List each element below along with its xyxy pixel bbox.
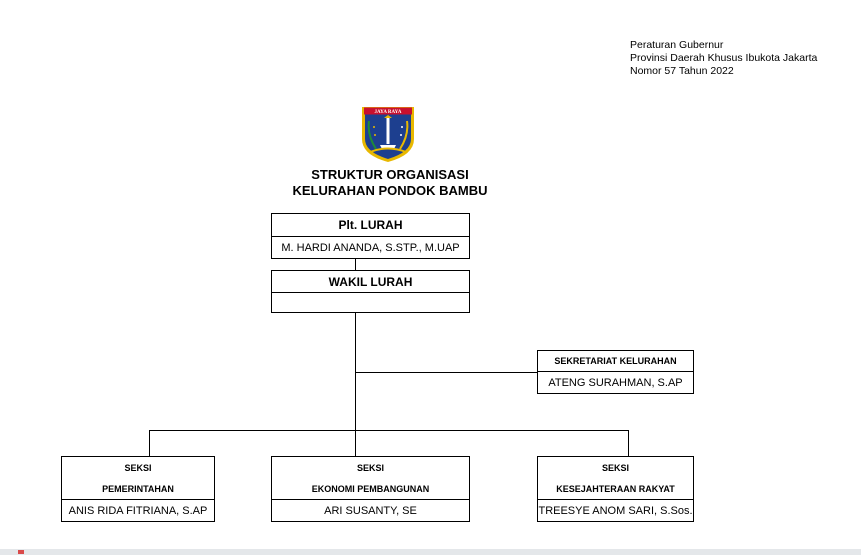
connector-seksi-left (149, 430, 150, 457)
seksi-unit: KESEJAHTERAAN RAKYAT (556, 483, 675, 494)
regulation-line-1: Peraturan Gubernur (630, 39, 724, 51)
seksi-pemerintahan-name: ANIS RIDA FITRIANA, S.AP (68, 505, 208, 517)
seksi-ekonomi-box: SEKSI EKONOMI PEMBANGUNAN ARI SUSANTY, S… (271, 456, 470, 522)
seksi-unit: PEMERINTAHAN (102, 483, 174, 494)
connector-sekretariat (355, 372, 538, 373)
connector-seksi-right (628, 430, 629, 457)
wakil-name (272, 293, 469, 313)
logo-motto: JAYA RAYA (375, 110, 402, 115)
seksi-kesejahteraan-header: SEKSI KESEJAHTERAAN RAKYAT (538, 457, 693, 500)
lurah-box: Plt. LURAH M. HARDI ANANDA, S.STP., M.UA… (271, 213, 470, 259)
regulation-line-3: Nomor 57 Tahun 2022 (630, 65, 734, 77)
seksi-label: SEKSI (601, 462, 629, 473)
sekretariat-box: SEKRETARIAT KELURAHAN ATENG SURAHMAN, S.… (537, 350, 694, 394)
chart-title: STRUKTUR ORGANISASI KELURAHAN PONDOK BAM… (240, 167, 540, 199)
sekretariat-position: SEKRETARIAT KELURAHAN (538, 351, 693, 372)
regulation-line-2: Provinsi Daerah Khusus Ibukota Jakarta (630, 52, 818, 64)
regulation-reference: Peraturan Gubernur Provinsi Daerah Khusu… (630, 39, 817, 78)
connector-lurah-wakil (355, 258, 356, 271)
seksi-ekonomi-header: SEKSI EKONOMI PEMBANGUNAN (272, 457, 469, 500)
wakil-lurah-box: WAKIL LURAH (271, 270, 470, 313)
connector-seksi-horizontal (149, 430, 629, 431)
seksi-unit: EKONOMI PEMBANGUNAN (311, 483, 430, 494)
connector-main-vertical (355, 312, 356, 457)
seksi-kesejahteraan-box: SEKSI KESEJAHTERAAN RAKYAT TREESYE ANOM … (537, 456, 694, 522)
viewer-bottom-marker (18, 550, 24, 554)
seksi-pemerintahan-box: SEKSI PEMERINTAHAN ANIS RIDA FITRIANA, S… (61, 456, 215, 522)
wakil-position: WAKIL LURAH (272, 271, 469, 293)
jakarta-emblem-logo: JAYA RAYA (360, 105, 416, 163)
lurah-name: M. HARDI ANANDA, S.STP., M.UAP (281, 242, 460, 254)
jakarta-emblem-icon: JAYA RAYA (362, 107, 414, 162)
viewer-bottom-bar (0, 549, 861, 555)
title-line-1: STRUKTUR ORGANISASI (311, 167, 469, 182)
seksi-ekonomi-name: ARI SUSANTY, SE (324, 505, 417, 517)
seksi-kesejahteraan-name: TREESYE ANOM SARI, S.Sos. (538, 505, 693, 517)
title-line-2: KELURAHAN PONDOK BAMBU (292, 183, 488, 198)
seksi-label: SEKSI (356, 462, 384, 473)
seksi-label: SEKSI (124, 462, 152, 473)
seksi-pemerintahan-header: SEKSI PEMERINTAHAN (62, 457, 214, 500)
sekretariat-name: ATENG SURAHMAN, S.AP (548, 377, 683, 389)
lurah-position: Plt. LURAH (272, 214, 469, 237)
